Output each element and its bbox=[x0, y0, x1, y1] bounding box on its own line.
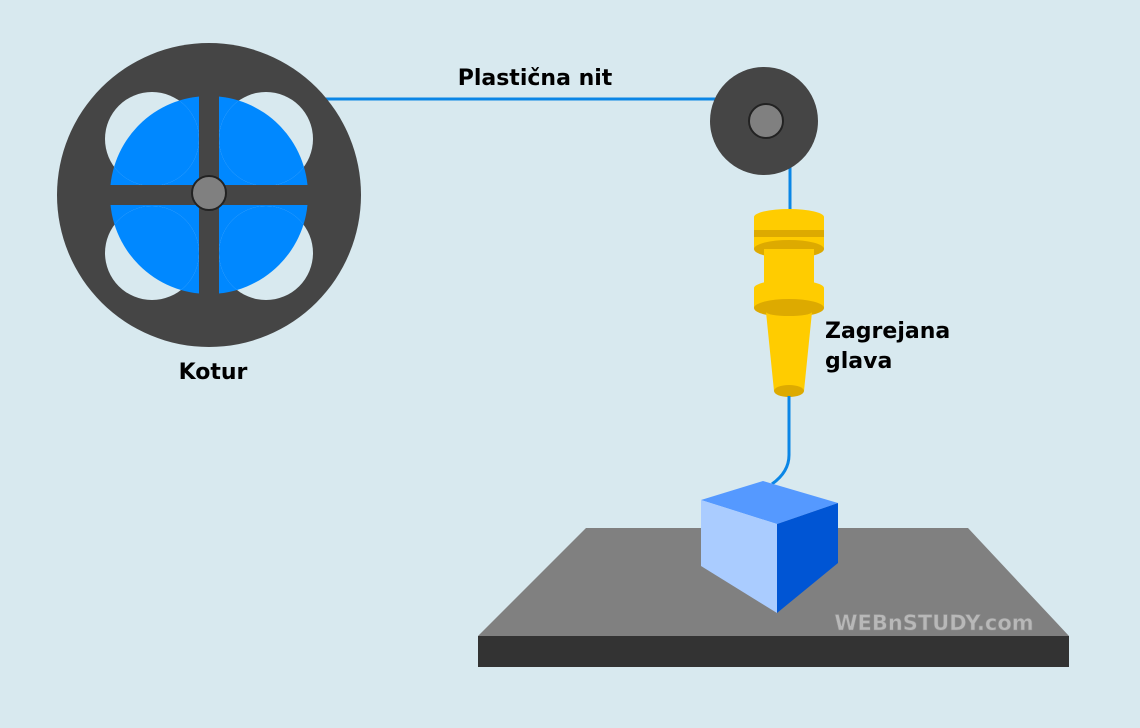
pulley-hub bbox=[748, 103, 784, 139]
filament-line bbox=[255, 97, 792, 212]
spool-window-bottom-right bbox=[219, 206, 313, 300]
spool-window-top-right bbox=[219, 92, 313, 186]
spool-label: Kotur bbox=[179, 360, 248, 385]
extruded-filament bbox=[771, 396, 791, 486]
filament-label: Plastična nit bbox=[458, 66, 613, 91]
heated-head bbox=[754, 209, 824, 397]
spool-window-bottom-left bbox=[105, 206, 199, 300]
head-label-line1: Zagrejana bbox=[825, 319, 950, 344]
printed-cube bbox=[701, 481, 838, 613]
spool-window-top-left bbox=[105, 92, 199, 186]
spool bbox=[57, 43, 361, 347]
cube-side bbox=[777, 503, 838, 613]
spool-hub bbox=[191, 175, 227, 211]
head-label-line2: glava bbox=[825, 349, 892, 374]
cube-top bbox=[701, 481, 838, 524]
watermark: WEBnSTUDY.com bbox=[834, 611, 1033, 635]
cube-front bbox=[701, 500, 777, 613]
pulley bbox=[710, 67, 818, 175]
bed-side bbox=[478, 636, 1069, 667]
